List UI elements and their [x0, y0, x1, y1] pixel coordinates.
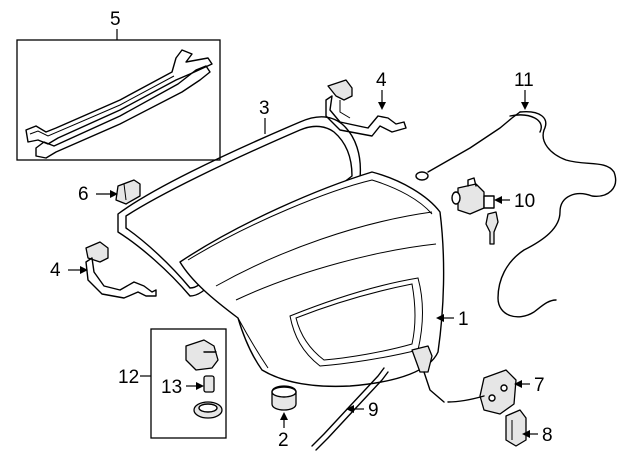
key	[485, 211, 499, 245]
arrow-2	[280, 412, 288, 420]
support-rod-a	[25, 49, 213, 145]
arrow-11	[521, 102, 529, 110]
arrow-4-left	[80, 266, 88, 274]
release-cable	[415, 111, 617, 318]
callout-3: 3	[259, 98, 270, 119]
trunk-lid	[179, 171, 445, 388]
callout-9: 9	[368, 400, 379, 421]
support-rod-inner	[29, 75, 175, 137]
callout-13: 13	[161, 377, 182, 398]
callout-7: 7	[534, 375, 545, 396]
callout-8: 8	[542, 425, 553, 446]
lock-cylinder	[451, 177, 499, 245]
arrow-8	[522, 430, 530, 438]
callout-4-top: 4	[376, 70, 387, 91]
trunk-light-switch	[185, 339, 219, 371]
support-rods-box	[16, 39, 221, 161]
support-rod-b	[35, 65, 211, 159]
arrow-7	[514, 380, 522, 388]
switch-kit-box	[150, 328, 227, 439]
bulb	[203, 375, 215, 393]
arrow-4-top	[378, 102, 386, 110]
callout-2: 2	[278, 430, 289, 451]
support-rods-group	[16, 39, 221, 161]
trunk-latch	[411, 345, 517, 415]
arrow-6	[110, 190, 118, 198]
latch-clip	[505, 409, 527, 447]
rubber-stop	[271, 385, 297, 411]
callout-1: 1	[458, 309, 469, 330]
arrow-13	[196, 382, 204, 390]
trunk-bumper	[115, 179, 141, 205]
license-plate-recess	[289, 277, 423, 367]
callout-6: 6	[78, 184, 89, 205]
hinge-right	[325, 79, 407, 137]
callout-12: 12	[118, 367, 139, 388]
callout-11: 11	[514, 70, 534, 91]
trunk-lid-crease	[215, 211, 433, 287]
hinge-left	[85, 241, 157, 299]
switch-kit-group	[150, 328, 227, 439]
arrow-1	[436, 314, 444, 322]
arrow-9	[346, 405, 354, 413]
callout-10: 10	[514, 191, 535, 212]
arrow-10	[494, 196, 502, 204]
callout-5: 5	[110, 9, 121, 30]
callout-4-left: 4	[50, 260, 61, 281]
trunk-lid-upper-edge	[235, 243, 437, 301]
